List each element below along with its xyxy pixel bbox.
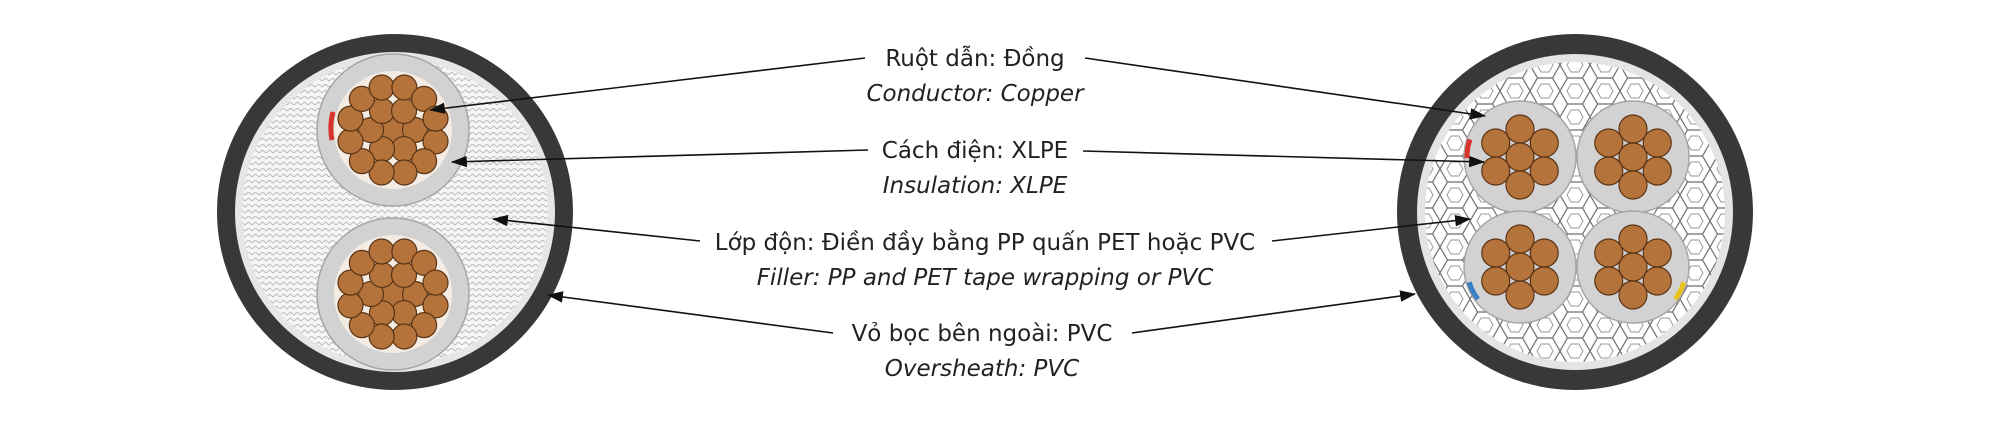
leader-insulation-right bbox=[1082, 150, 1486, 168]
copper-strand bbox=[1529, 128, 1559, 158]
copper-strand bbox=[411, 249, 438, 276]
copper-strand bbox=[1505, 224, 1535, 254]
core-colour-marker bbox=[1466, 281, 1480, 301]
copper-strand bbox=[1618, 170, 1648, 200]
copper-strand bbox=[1529, 156, 1559, 186]
copper-strand bbox=[1505, 142, 1535, 172]
label-oversheath-vi: Vỏ bọc bên ngoài: PVC bbox=[852, 321, 1113, 347]
core-right-4 bbox=[1576, 210, 1690, 324]
core-colour-marker bbox=[1673, 281, 1687, 301]
core-left-bottom bbox=[316, 217, 470, 371]
copper-strand bbox=[1642, 238, 1672, 268]
copper-strand bbox=[1505, 252, 1535, 282]
leader-conductor-left bbox=[428, 57, 866, 114]
copper-strand bbox=[337, 105, 364, 132]
copper-strand bbox=[368, 323, 395, 350]
copper-strand bbox=[1594, 156, 1624, 186]
label-filler-en: Filler: PP and PET tape wrapping or PVC bbox=[757, 265, 1214, 291]
copper-strand bbox=[1481, 128, 1511, 158]
labels: Ruột dẫn: Đồng Conductor: Copper Cách đi… bbox=[715, 44, 1256, 382]
copper-strand bbox=[1529, 238, 1559, 268]
copper-strand bbox=[1529, 266, 1559, 296]
leader-oversheath-left bbox=[546, 291, 834, 334]
copper-strand bbox=[1618, 142, 1648, 172]
copper-strand bbox=[337, 269, 364, 296]
label-conductor-en: Conductor: Copper bbox=[866, 81, 1085, 107]
copper-strand bbox=[368, 238, 395, 265]
copper-strand bbox=[391, 238, 418, 265]
core-left-top bbox=[316, 53, 470, 207]
leader-lines bbox=[428, 57, 1487, 334]
core-right-2 bbox=[1576, 100, 1690, 214]
copper-strand bbox=[348, 249, 375, 276]
copper-strand bbox=[391, 159, 418, 186]
label-oversheath-en: Oversheath: PVC bbox=[885, 356, 1079, 382]
copper-strand bbox=[1618, 280, 1648, 310]
leader-conductor-right bbox=[1084, 57, 1487, 120]
copper-strand bbox=[1618, 224, 1648, 254]
copper-strand bbox=[1481, 156, 1511, 186]
label-insulation-vi: Cách điện: XLPE bbox=[882, 138, 1068, 164]
copper-strand bbox=[391, 74, 418, 101]
copper-strand bbox=[411, 148, 438, 175]
copper-strand bbox=[1505, 170, 1535, 200]
copper-strand bbox=[337, 292, 364, 319]
copper-strand bbox=[422, 269, 449, 296]
label-insulation-en: Insulation: XLPE bbox=[883, 173, 1068, 199]
copper-strand bbox=[1642, 128, 1672, 158]
leader-oversheath-right bbox=[1131, 290, 1417, 334]
core-right-1 bbox=[1463, 100, 1577, 214]
four-core-cable bbox=[1397, 34, 1753, 390]
core-right-3 bbox=[1463, 210, 1577, 324]
leader-filler-right bbox=[1271, 214, 1472, 242]
leader-insulation-left bbox=[450, 149, 869, 168]
copper-strand bbox=[1594, 266, 1624, 296]
copper-strand bbox=[368, 74, 395, 101]
copper-strand bbox=[1505, 280, 1535, 310]
filler-area bbox=[1425, 62, 1725, 362]
copper-strand bbox=[1481, 238, 1511, 268]
copper-strand bbox=[1481, 266, 1511, 296]
core-colour-marker bbox=[328, 111, 336, 141]
copper-strand bbox=[1642, 266, 1672, 296]
two-core-cable bbox=[217, 34, 573, 390]
copper-strand bbox=[1618, 114, 1648, 144]
copper-strand bbox=[1618, 252, 1648, 282]
leader-filler-left bbox=[491, 214, 701, 242]
copper-strand bbox=[368, 159, 395, 186]
copper-strand bbox=[348, 148, 375, 175]
copper-strand bbox=[1594, 238, 1624, 268]
copper-strand bbox=[348, 312, 375, 339]
label-conductor-vi: Ruột dẫn: Đồng bbox=[885, 44, 1064, 72]
label-filler-vi: Lớp độn: Điền đầy bằng PP quấn PET hoặc … bbox=[715, 229, 1256, 256]
copper-strand bbox=[411, 312, 438, 339]
copper-strand bbox=[1594, 128, 1624, 158]
copper-strand bbox=[1642, 156, 1672, 186]
copper-strand bbox=[391, 323, 418, 350]
copper-strand bbox=[348, 85, 375, 112]
copper-strand bbox=[337, 128, 364, 155]
core-colour-marker bbox=[1464, 138, 1473, 159]
copper-strand bbox=[1505, 114, 1535, 144]
